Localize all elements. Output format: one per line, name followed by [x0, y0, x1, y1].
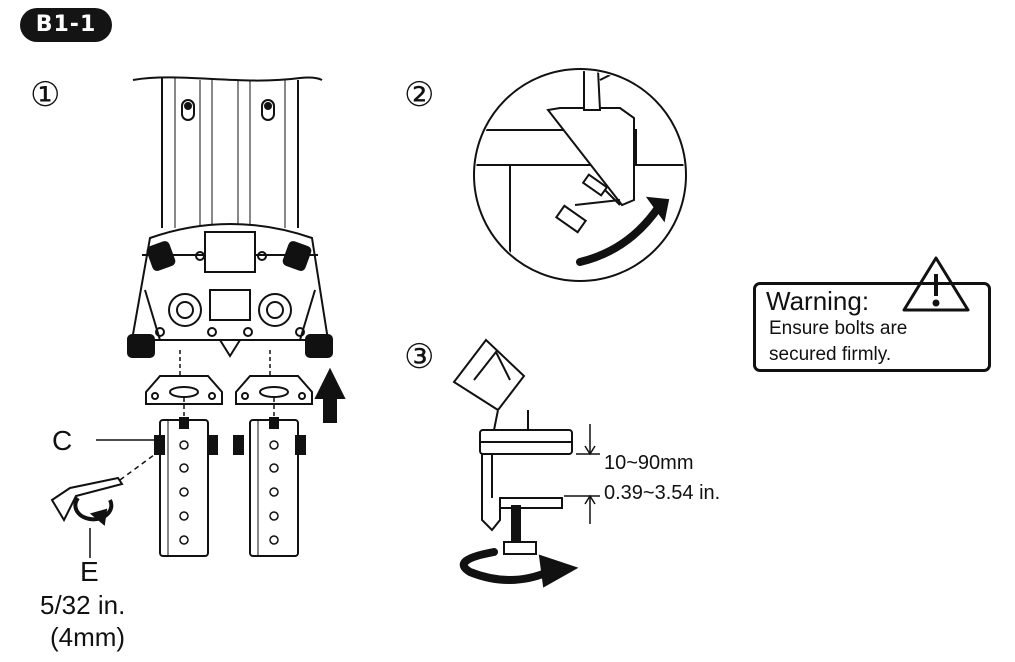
label-e: E	[80, 556, 99, 587]
clamp-side-view	[452, 338, 600, 588]
warning-line-1: Ensure bolts are	[769, 318, 908, 339]
warning-box	[753, 282, 991, 372]
label-c: C	[52, 425, 73, 456]
step-1-number: ①	[30, 75, 61, 115]
hex-key-size-in: 5/32 in.	[40, 590, 126, 620]
clamp-detail-circle	[473, 68, 687, 282]
clamp-range-mm: 10~90mm	[604, 452, 694, 474]
pole-base-illustration	[50, 76, 346, 558]
warning-title: Warning:	[766, 286, 870, 316]
clamp-range-in: 0.39~3.54 in.	[604, 482, 721, 504]
hex-key-size-mm: (4mm)	[50, 622, 126, 652]
step-2-number: ②	[404, 75, 435, 115]
section-badge: B1-1	[20, 8, 112, 42]
step-3-number: ③	[404, 337, 435, 377]
warning-line-2: secured firmly.	[769, 344, 892, 365]
